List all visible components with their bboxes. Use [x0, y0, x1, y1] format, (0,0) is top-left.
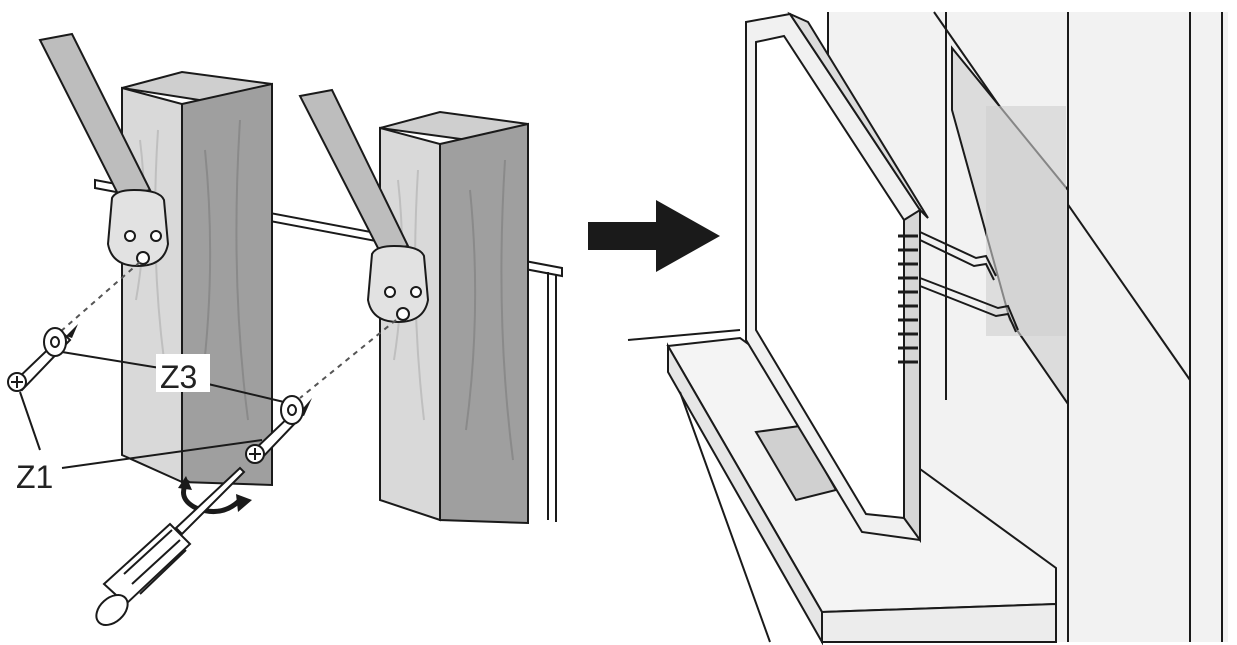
screw-z1-left — [7, 324, 78, 392]
next-step-arrow-icon — [588, 200, 720, 272]
guide-line-left — [59, 261, 141, 333]
tv-rear-vents — [898, 234, 918, 364]
washer-z3-right — [280, 395, 304, 425]
anti-tip-strap-left — [38, 32, 170, 268]
guide-line-right — [299, 319, 397, 399]
label-z1: Z1 — [16, 459, 53, 495]
wooden-post-left — [121, 70, 273, 487]
wooden-post-right — [379, 110, 529, 525]
label-leaders — [19, 351, 285, 469]
anti-tip-strap-right — [298, 88, 430, 324]
left-panel: Z3 Z1 — [7, 32, 563, 626]
label-z3: Z3 — [160, 359, 197, 395]
screwdriver-icon — [95, 466, 246, 626]
washer-z3-left — [43, 327, 67, 357]
right-panel — [627, 11, 1228, 645]
wall-anchor-straps — [919, 231, 1019, 333]
television — [745, 11, 929, 544]
